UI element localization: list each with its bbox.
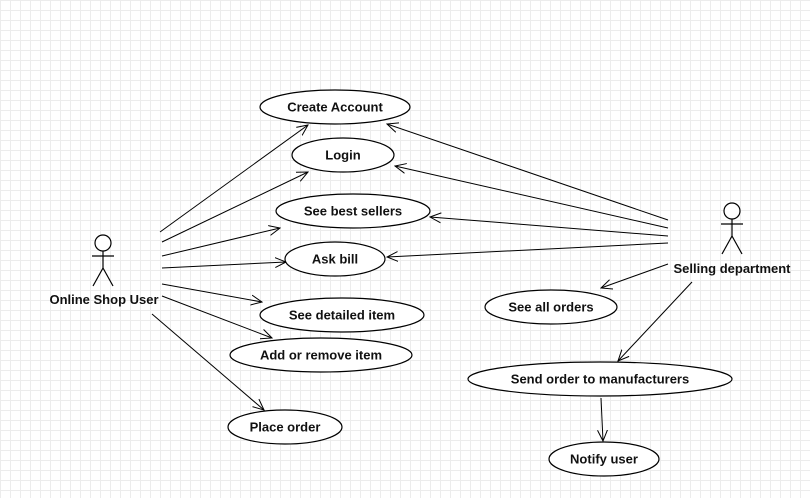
use-case-label: See all orders <box>508 300 593 315</box>
use-case-ask-bill[interactable]: Ask bill <box>284 241 386 277</box>
association-dept-see-all-orders <box>601 263 669 288</box>
use-case-see-all-orders[interactable]: See all orders <box>484 289 618 325</box>
use-case-create-account[interactable]: Create Account <box>259 89 411 125</box>
actor-online-shop-user[interactable]: Online Shop User <box>49 234 159 307</box>
use-case-label: Create Account <box>287 100 383 115</box>
association-user-see-detailed-item <box>161 283 262 302</box>
association-dept-ask-bill <box>387 242 669 257</box>
use-case-ellipse <box>229 337 413 373</box>
use-case-label: See detailed item <box>289 308 395 323</box>
use-case-label: Notify user <box>570 452 638 467</box>
associations <box>151 124 693 441</box>
use-case-notify-user[interactable]: Notify user <box>548 441 660 477</box>
association-dept-create-account <box>387 124 669 221</box>
use-case-ellipse <box>467 361 733 397</box>
stick-figure-icon <box>92 234 114 287</box>
use-case-label: Place order <box>250 420 321 435</box>
use-case-ellipse <box>275 193 431 229</box>
association-dept-see-best-sellers <box>430 217 669 237</box>
use-case-see-detailed-item[interactable]: See detailed item <box>259 297 425 333</box>
use-case-label: Send order to manufacturers <box>511 372 689 387</box>
association-send-order-notify-user <box>601 397 603 441</box>
use-case-ellipse <box>291 137 395 173</box>
actor-label: Selling department <box>673 261 791 276</box>
use-case-login[interactable]: Login <box>291 137 395 173</box>
association-user-create-account <box>159 125 308 233</box>
use-case-place-order[interactable]: Place order <box>227 409 343 445</box>
use-case-add-or-remove-item[interactable]: Add or remove item <box>229 337 413 373</box>
association-dept-send-order <box>618 281 693 361</box>
use-case-label: See best sellers <box>304 204 402 219</box>
use-case-send-order-to-manufacturers[interactable]: Send order to manufacturers <box>467 361 733 397</box>
association-user-see-best-sellers <box>161 228 280 257</box>
use-case-ellipse <box>259 89 411 125</box>
association-user-place-order <box>151 313 264 410</box>
use-case-label: Add or remove item <box>260 348 382 363</box>
use-case-see-best-sellers[interactable]: See best sellers <box>275 193 431 229</box>
association-user-add-or-remove-item <box>161 295 272 338</box>
use-case-ellipse <box>548 441 660 477</box>
use-case-ellipse <box>484 289 618 325</box>
use-case-label: Login <box>325 148 360 163</box>
stick-figure-icon <box>721 202 743 255</box>
actor-label: Online Shop User <box>49 292 158 307</box>
use-case-ellipse <box>227 409 343 445</box>
association-user-ask-bill <box>161 262 286 269</box>
use-case-ellipse <box>284 241 386 277</box>
association-dept-login <box>395 166 669 229</box>
association-user-login <box>161 172 308 243</box>
actor-selling-department[interactable]: Selling department <box>673 202 791 276</box>
use-case-label: Ask bill <box>312 252 358 267</box>
use-case-ellipse <box>259 297 425 333</box>
